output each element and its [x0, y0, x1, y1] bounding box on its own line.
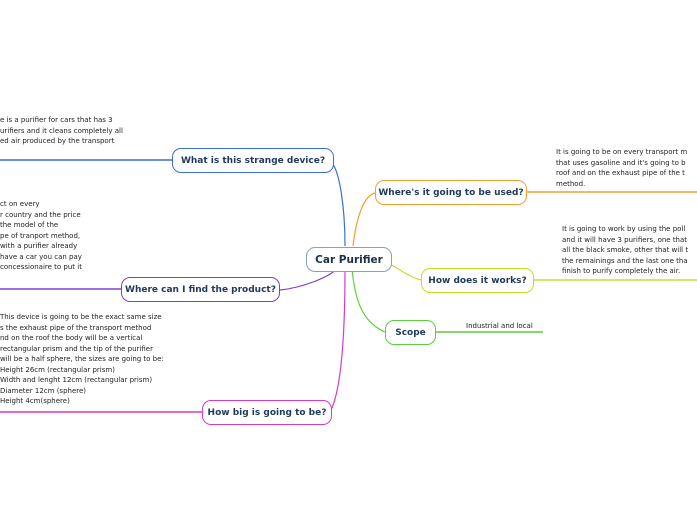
- topic-where-used[interactable]: Where's it going to be used?: [375, 180, 527, 205]
- topic-how-big[interactable]: How big is going to be?: [202, 400, 332, 425]
- topic-where-find[interactable]: Where can I find the product?: [121, 277, 280, 302]
- topic-what-is-device[interactable]: What is this strange device?: [172, 148, 334, 173]
- note-how-works: It is going to work by using the poll an…: [562, 225, 689, 275]
- note-what-is-device: e is a purifier for cars that has 3 urif…: [0, 116, 123, 145]
- topic-how-works[interactable]: How does it works?: [421, 268, 534, 293]
- link-where-used: [352, 192, 376, 247]
- link-scope: [351, 268, 386, 333]
- topic-label: Where can I find the product?: [125, 284, 276, 295]
- note-where-find: ct on every r country and the price the …: [0, 200, 82, 271]
- link-what: [329, 160, 346, 247]
- link-how-works: [389, 263, 422, 281]
- topic-label: How does it works?: [428, 275, 527, 286]
- note-scope: Industrial and local: [466, 322, 533, 330]
- link-size: [329, 268, 346, 413]
- topic-label: How big is going to be?: [207, 407, 327, 418]
- central-topic[interactable]: Car Purifier: [306, 247, 392, 272]
- note-where-used: It is going to be on every transport m t…: [556, 148, 688, 188]
- central-topic-label: Car Purifier: [315, 253, 383, 266]
- topic-label: What is this strange device?: [180, 155, 326, 166]
- topic-scope[interactable]: Scope: [385, 320, 436, 345]
- note-how-big: This device is going to be the exact sam…: [0, 313, 164, 405]
- topic-label: Where's it going to be used?: [378, 187, 524, 198]
- topic-label: Scope: [395, 327, 426, 338]
